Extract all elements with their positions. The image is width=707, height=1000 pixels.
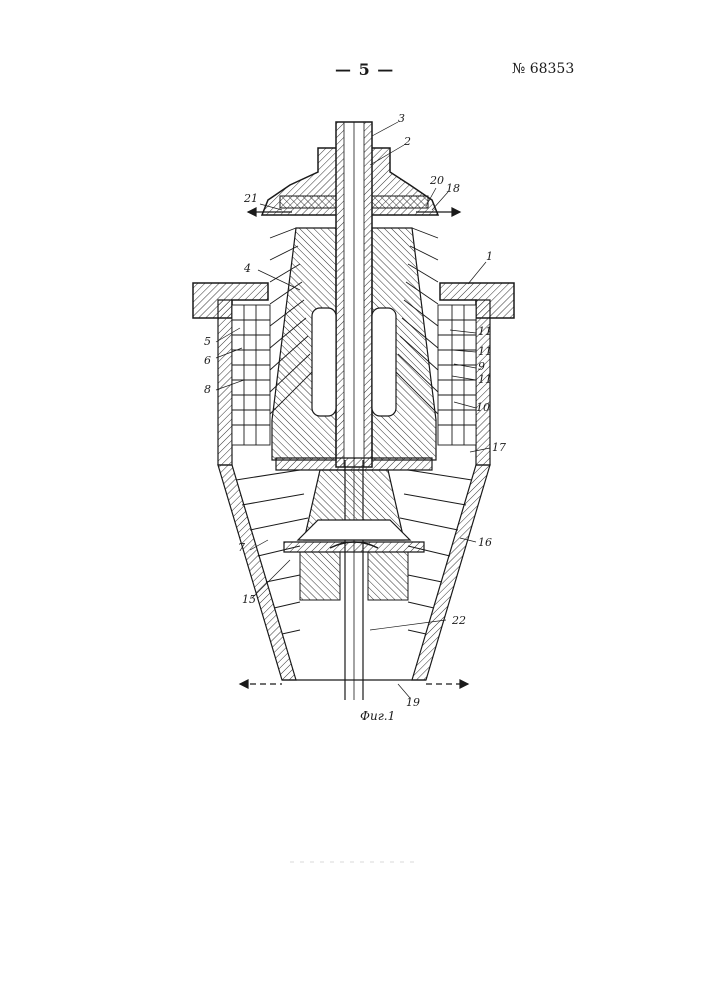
label-19: 19 — [406, 696, 420, 709]
label-5: 5 — [204, 335, 211, 348]
label-10: 10 — [476, 401, 490, 414]
label-17: 17 — [492, 441, 506, 454]
label-7: 7 — [238, 541, 245, 554]
label-21: 21 — [243, 192, 258, 205]
figure-caption: Фиг.1 — [360, 709, 395, 723]
label-8: 8 — [204, 383, 211, 396]
label-9: 9 — [478, 360, 485, 373]
label-3: 3 — [398, 112, 405, 125]
label-11c: 11 — [478, 373, 492, 386]
label-18: 18 — [446, 182, 460, 195]
label-2: 2 — [403, 135, 411, 148]
label-4: 4 — [243, 262, 251, 275]
label-1: 1 — [486, 250, 493, 263]
label-16: 16 — [478, 536, 492, 549]
label-11a: 11 — [478, 325, 492, 338]
label-22: 22 — [451, 614, 466, 627]
label-15: 15 — [242, 593, 256, 606]
label-6: 6 — [204, 354, 211, 367]
label-11b: 11 — [478, 345, 492, 358]
central-shaft — [336, 122, 372, 700]
label-20: 20 — [429, 174, 444, 187]
